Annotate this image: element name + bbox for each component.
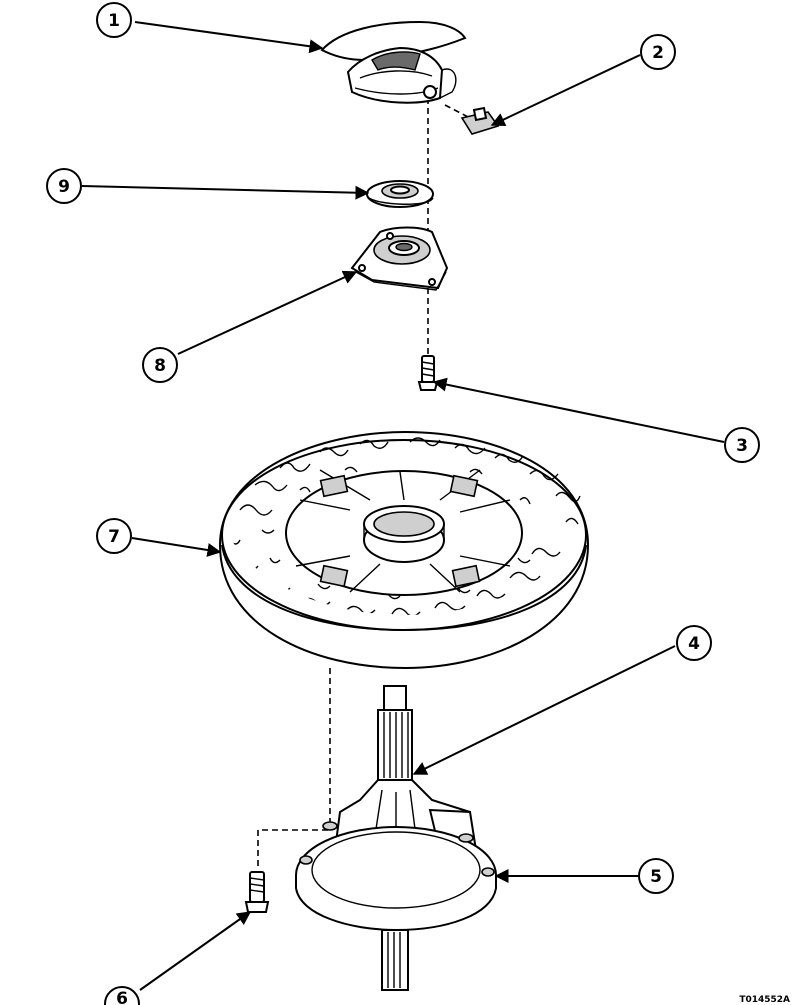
callout-5: 5 xyxy=(638,858,674,894)
callout-4-label: 4 xyxy=(688,634,700,654)
callout-2-label: 2 xyxy=(652,43,664,63)
callout-1-label: 1 xyxy=(108,11,120,31)
callout-5-label: 5 xyxy=(650,867,662,887)
leader-arrow-6 xyxy=(139,911,252,991)
part-bearing-housing xyxy=(350,226,449,291)
callout-1: 1 xyxy=(96,2,132,38)
part-cover xyxy=(320,20,467,104)
leader-arrow-8 xyxy=(177,270,358,355)
part-bolt-lower xyxy=(244,871,270,913)
leader-arrow-3 xyxy=(432,377,725,443)
callout-3: 3 xyxy=(724,427,760,463)
leader-arrow-1 xyxy=(134,21,324,54)
callout-9: 9 xyxy=(46,168,82,204)
callout-2: 2 xyxy=(640,34,676,70)
leader-arrow-7 xyxy=(131,537,222,557)
assembly-centerline-nut xyxy=(444,104,471,119)
leader-arrow-2 xyxy=(490,54,641,126)
drawing-code: T014552A xyxy=(739,995,790,1005)
callout-3-label: 3 xyxy=(736,436,748,456)
leader-arrow-4 xyxy=(412,645,676,775)
callout-8-label: 8 xyxy=(154,356,166,376)
part-bolt-upper xyxy=(417,355,439,391)
leader-arrow-9 xyxy=(81,185,370,200)
callout-9-label: 9 xyxy=(58,177,70,197)
callout-6-label: 6 xyxy=(116,989,128,1005)
part-transmission-base xyxy=(295,821,497,991)
callout-4: 4 xyxy=(676,625,712,661)
callout-7: 7 xyxy=(96,518,132,554)
part-nut xyxy=(460,106,500,135)
part-balance-ring xyxy=(218,430,590,670)
part-seal xyxy=(366,180,434,208)
callout-7-label: 7 xyxy=(108,527,120,547)
callout-6: 6 xyxy=(104,986,140,1005)
callout-8: 8 xyxy=(142,347,178,383)
